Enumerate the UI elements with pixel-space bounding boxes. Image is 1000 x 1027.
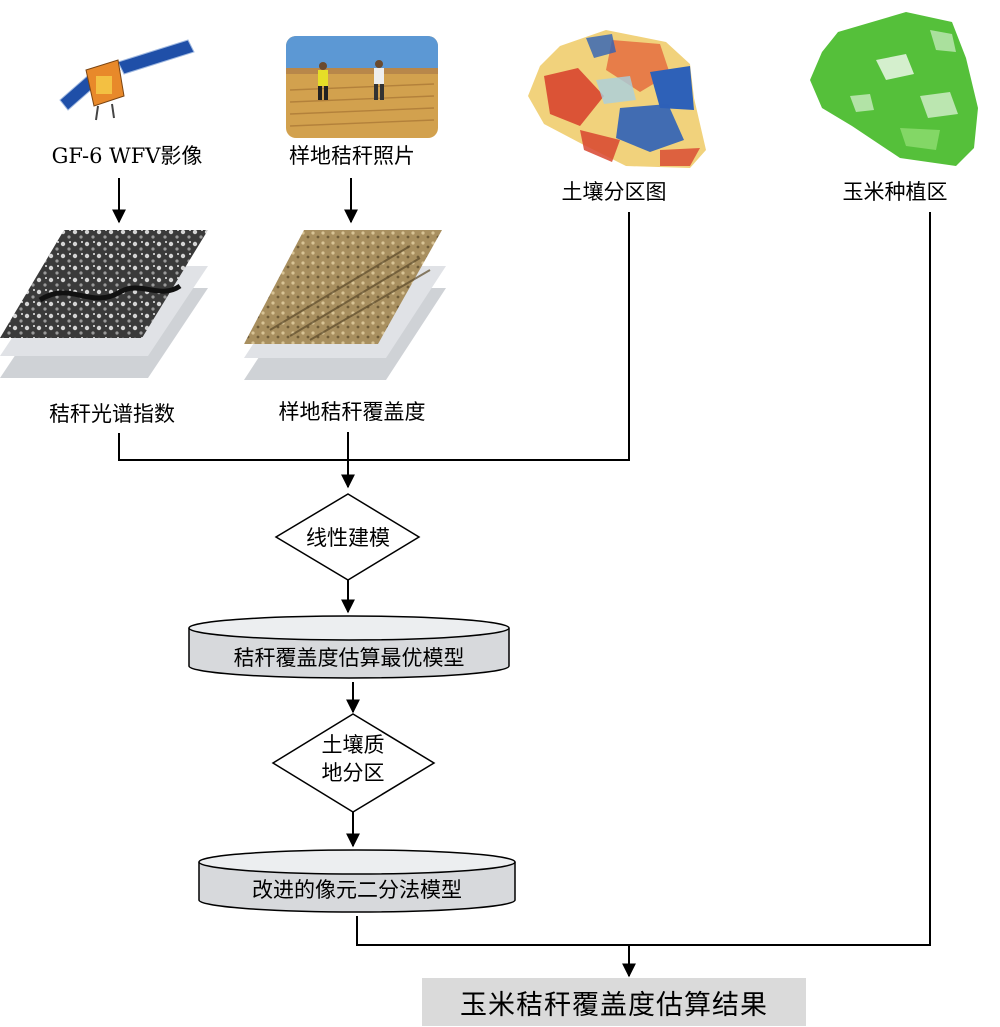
soil-zone-decision: 土壤质 地分区 — [271, 713, 436, 813]
linear-modeling-label: 线性建模 — [306, 526, 390, 550]
field-photo-label: 样地秸秆照片 — [289, 144, 415, 168]
result-label: 玉米秸秆覆盖度估算结果 — [460, 989, 768, 1021]
corn-merge-line — [356, 212, 931, 946]
spectral-index-layers — [0, 230, 208, 378]
connector-lines — [112, 178, 931, 978]
satellite-label: GF-6 WFV影像 — [51, 144, 203, 168]
optimal-model-cylinder: 秸秆覆盖度估算最优模型 — [188, 615, 510, 679]
plot-coverage-label: 样地秸秆覆盖度 — [278, 400, 426, 424]
plot-coverage-layers — [244, 230, 446, 380]
merge-line — [118, 212, 630, 461]
spectral-index-label: 秸秆光谱指数 — [49, 402, 175, 426]
corn-area-map — [810, 12, 978, 166]
improved-model-cylinder: 改进的像元二分法模型 — [198, 849, 516, 913]
soil-zone-label-line1: 土壤质 — [322, 733, 385, 757]
optimal-model-label: 秸秆覆盖度估算最优模型 — [234, 646, 465, 670]
result-box: 玉米秸秆覆盖度估算结果 — [422, 978, 806, 1026]
linear-modeling-decision: 线性建模 — [274, 493, 421, 581]
soil-zone-map — [528, 30, 706, 168]
field-photo-image — [286, 36, 438, 138]
soil-map-label: 土壤分区图 — [561, 180, 667, 204]
corn-area-label: 玉米种植区 — [842, 180, 948, 204]
soil-zone-label-line2: 地分区 — [322, 761, 385, 785]
satellite-icon — [59, 39, 195, 121]
improved-model-label: 改进的像元二分法模型 — [252, 878, 462, 902]
